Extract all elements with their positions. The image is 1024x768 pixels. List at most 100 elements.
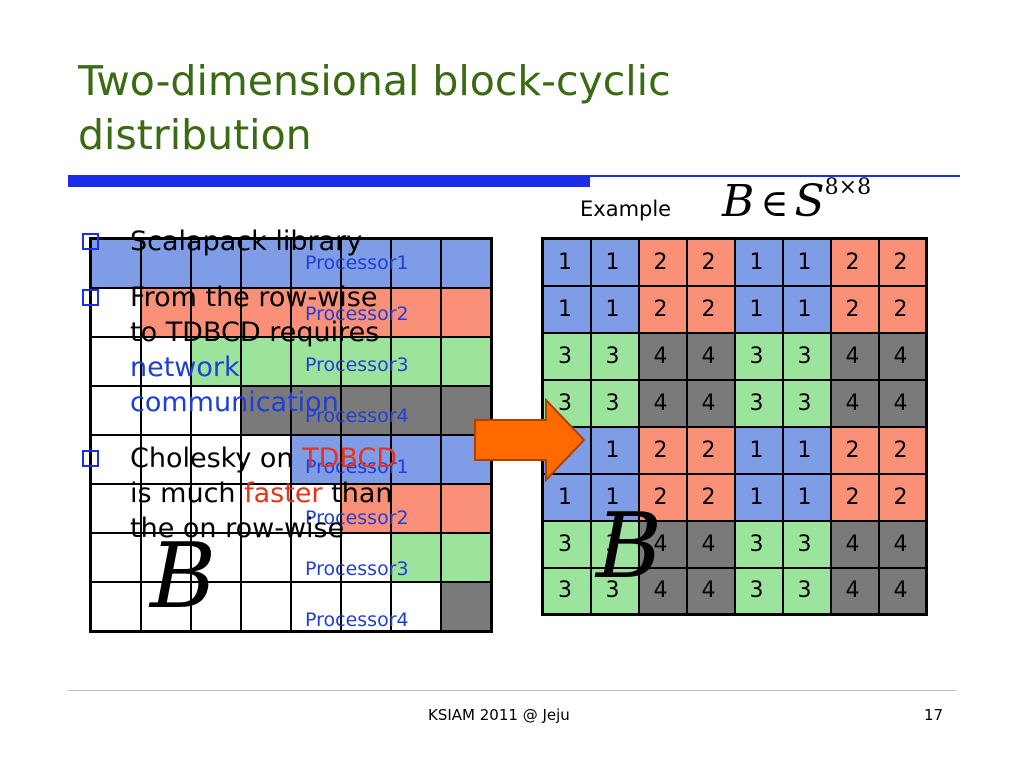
matrix-b-label-left: B — [150, 524, 217, 629]
grid-cell — [340, 385, 392, 436]
grid-cell — [140, 336, 192, 387]
grid-cell — [440, 237, 493, 289]
slide-title-line-2: distribution — [78, 111, 312, 159]
grid-cell — [390, 532, 442, 583]
square-bullet-icon — [82, 233, 99, 250]
grid-cell: 4 — [877, 331, 928, 381]
bullet-highlight: faster — [244, 478, 323, 509]
grid-cell — [390, 483, 442, 534]
grid-row — [89, 581, 493, 633]
grid-cell: 4 — [637, 566, 688, 616]
grid-cell: 4 — [685, 566, 736, 616]
membership-formula: B∈S8×8 — [722, 175, 872, 227]
grid-cell — [290, 385, 342, 436]
grid-cell — [290, 532, 342, 583]
grid-cell — [390, 336, 442, 387]
grid-row — [89, 532, 493, 583]
grid-cell — [190, 532, 242, 583]
grid-cell: 3 — [541, 566, 592, 616]
slide-title: Two-dimensional block-cyclic distributio… — [78, 54, 958, 162]
grid-cell: 1 — [541, 472, 592, 522]
grid-cell: 2 — [877, 284, 928, 334]
bullet-text: the on row-wise — [130, 513, 345, 544]
row-wise-distribution-grid — [89, 237, 493, 633]
formula-lhs: B — [722, 176, 755, 227]
grid-cell: 2 — [829, 472, 880, 522]
grid-cell: 4 — [877, 378, 928, 428]
grid-cell: 2 — [637, 237, 688, 287]
grid-cell: 3 — [733, 519, 784, 569]
grid-cell: 4 — [637, 331, 688, 381]
processor-label: Processor2 — [305, 507, 409, 529]
grid-cell: 2 — [877, 425, 928, 475]
grid-cell — [140, 287, 192, 338]
grid-cell: 2 — [829, 425, 880, 475]
grid-cell: 1 — [781, 284, 832, 334]
processor-label: Processor2 — [305, 303, 409, 325]
grid-cell: 3 — [733, 378, 784, 428]
grid-cell — [89, 532, 142, 583]
grid-cell: 1 — [541, 237, 592, 287]
processor-label: Processor4 — [305, 609, 409, 631]
grid-cell: 2 — [637, 472, 688, 522]
grid-cell: 1 — [733, 425, 784, 475]
bullet-text: than — [322, 478, 393, 509]
grid-cell — [140, 581, 192, 633]
grid-cell: 1 — [541, 284, 592, 334]
grid-cell — [89, 483, 142, 534]
grid-cell: 1 — [589, 284, 640, 334]
grid-cell: 1 — [589, 425, 640, 475]
grid-cell: 1 — [781, 237, 832, 287]
grid-cell: 3 — [781, 519, 832, 569]
grid-cell: 4 — [829, 378, 880, 428]
grid-cell: 2 — [829, 284, 880, 334]
grid-cell: 2 — [877, 472, 928, 522]
grid-cell — [340, 434, 392, 485]
formula-dimension: 8×8 — [824, 175, 872, 201]
bullet-highlight: TDBCD — [302, 443, 398, 474]
grid-cell: 4 — [829, 519, 880, 569]
block-cyclic-distribution-grid: 1122112211221122334433443344334411221122… — [541, 237, 928, 616]
grid-cell: 1 — [733, 237, 784, 287]
grid-cell: 3 — [781, 378, 832, 428]
grid-cell — [240, 581, 292, 633]
grid-cell: 3 — [733, 566, 784, 616]
grid-cell — [290, 287, 342, 338]
grid-cell: 3 — [589, 566, 640, 616]
slide-title-line-1: Two-dimensional block-cyclic — [78, 57, 671, 105]
grid-cell: 1 — [781, 425, 832, 475]
grid-cell — [390, 434, 442, 485]
grid-cell: 1 — [589, 237, 640, 287]
grid-cell — [240, 336, 292, 387]
page-number: 17 — [924, 706, 944, 724]
grid-cell: 4 — [637, 519, 688, 569]
grid-cell: 4 — [637, 378, 688, 428]
processor-label: Processor1 — [305, 456, 409, 478]
title-underline-thin — [590, 175, 960, 177]
grid-cell: 4 — [877, 519, 928, 569]
grid-row — [89, 237, 493, 289]
grid-cell — [440, 336, 493, 387]
bullet-highlight: network — [130, 352, 240, 383]
grid-cell — [340, 336, 392, 387]
grid-cell: 2 — [829, 237, 880, 287]
grid-cell: 3 — [589, 519, 640, 569]
grid-cell: 4 — [877, 566, 928, 616]
right-arrow-icon — [474, 398, 586, 482]
grid-cell — [190, 483, 242, 534]
grid-row — [89, 385, 493, 436]
grid-row — [89, 483, 493, 534]
formula-set: S — [794, 176, 825, 227]
grid-cell: 4 — [829, 566, 880, 616]
grid-cell — [190, 385, 242, 436]
grid-cell — [240, 532, 292, 583]
grid-cell: 3 — [541, 331, 592, 381]
grid-cell: 2 — [685, 284, 736, 334]
grid-cell: 1 — [733, 284, 784, 334]
grid-cell: 3 — [733, 331, 784, 381]
processor-label: Processor3 — [305, 558, 409, 580]
grid-cell — [240, 434, 292, 485]
